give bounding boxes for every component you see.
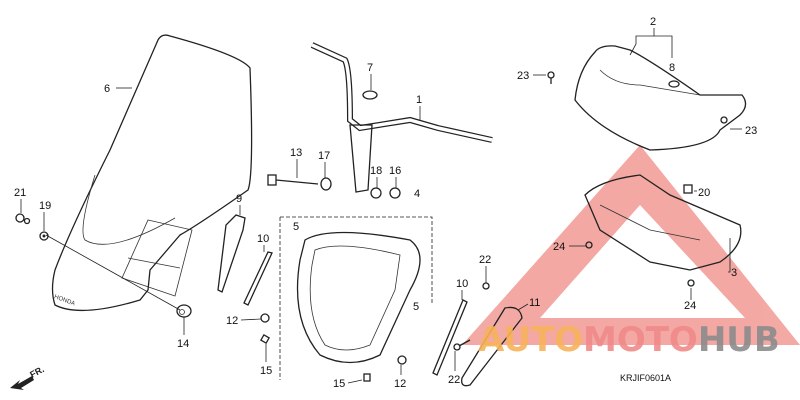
callout-13: 13 [290,147,302,159]
callout-1: 1 [416,94,422,106]
callout-18: 18 [370,165,382,177]
callout-5: 5 [413,301,419,313]
watermark-triangle [462,145,800,345]
callout-3: 3 [731,267,737,279]
callout-19: 19 [39,200,51,212]
front-arrow-icon: FR. [10,364,46,390]
grommet-14 [176,304,192,318]
diagram-code: KRJIF0601A [620,373,671,383]
front-arrow-label: FR. [28,364,45,380]
screw-24-right [687,279,695,287]
callout-23: 23 [517,70,529,82]
clip-15-left [260,334,270,344]
callout-22: 22 [448,374,460,386]
screw-22-top [482,282,490,290]
bolt-13 [267,174,319,186]
watermark-logo: AUTOMOTOHUB [478,320,780,360]
callout-22: 22 [479,254,491,266]
callout-4: 4 [414,188,420,200]
callout-labels: 6 21 19 14 9 10 12 15 13 17 7 1 18 16 4 … [14,16,757,390]
watermark-auto: AUTO [478,320,583,360]
lower-cover-3 [584,174,742,271]
panel-11 [461,306,523,387]
watermark-part: AUTOMOTOHUB [478,320,780,360]
screw-24-left [585,241,593,249]
callout-21: 21 [14,187,26,199]
callout-6: 6 [104,83,110,95]
callout-2: 2 [650,16,656,28]
handlebar-part [310,42,493,193]
screw-12-left [260,313,270,323]
watermark-moto: MOTO [583,320,698,360]
strip-10-right [432,299,468,376]
callout-12: 12 [226,315,238,327]
watermark-hub: HUB [698,320,780,360]
nut-18 [370,187,382,199]
callout-17: 17 [318,150,330,162]
trim-9 [217,214,246,293]
callout-7: 7 [367,62,373,74]
top-cover-2 [574,45,747,151]
callout-14: 14 [177,338,189,350]
clip-15-right [363,373,371,382]
screw-22-bottom [453,339,471,351]
leader-lines [20,28,742,384]
callout-24: 24 [553,241,565,253]
callout-15: 15 [260,365,272,377]
clip-20 [683,184,693,194]
callout-11: 11 [529,297,540,309]
callout-20: 20 [698,187,710,199]
callout-5: 5 [293,221,299,233]
callout-10: 10 [257,233,269,245]
washer-19 [39,231,49,241]
callout-15: 15 [333,378,345,390]
windscreen-part: HONDA [45,34,253,312]
screw-23-right [720,116,728,124]
nut-16 [389,187,401,199]
callout-24: 24 [684,300,696,312]
callout-23: 23 [745,125,757,137]
inner-cover-4 [279,216,433,380]
callout-10: 10 [456,278,468,290]
callout-8: 8 [669,62,675,74]
callout-16: 16 [389,165,401,177]
strip-10-left [243,251,273,306]
callout-9: 9 [236,193,242,205]
clip-8 [668,80,680,88]
fastener-21 [15,213,31,225]
screw-23-left [547,71,555,84]
collar-17 [320,177,332,191]
callout-12: 12 [394,378,406,390]
screw-12-right [397,355,407,365]
